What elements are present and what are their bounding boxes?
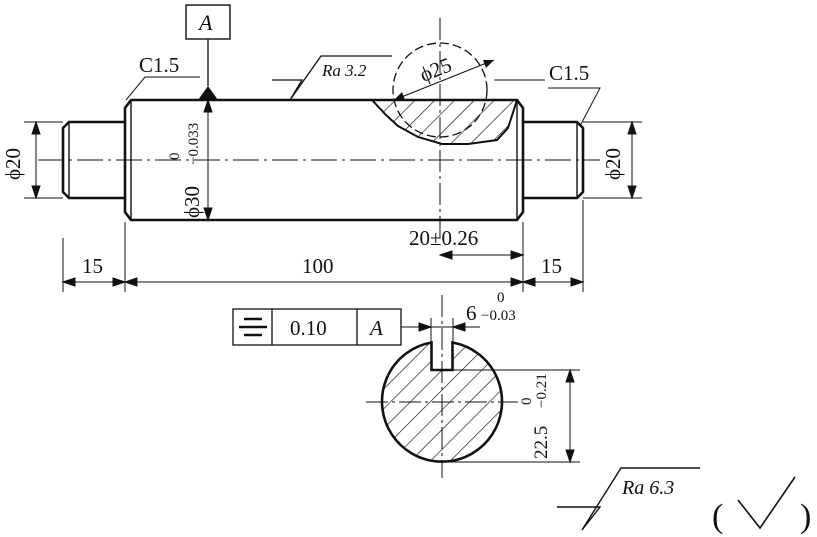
- datum-letter: A: [197, 10, 213, 35]
- dim-key-depth-lower: −0.21: [534, 373, 550, 408]
- dim-diam-main-upper: 0: [167, 153, 183, 161]
- dim-lengths: [61, 200, 585, 292]
- dim-key-width-label: 6: [466, 301, 477, 325]
- dim-key-width: [412, 318, 480, 345]
- roughness-bottom-bracket-close: ): [800, 498, 811, 535]
- roughness-top-label: Ra 3.2: [321, 61, 367, 80]
- check-icon: [737, 476, 796, 530]
- datum-a: [185, 4, 231, 100]
- dim-key-depth: [445, 368, 580, 464]
- symmetry-icon: [239, 317, 267, 337]
- dim-key-width-lower: −0.03: [481, 308, 516, 324]
- tolerance-datum: A: [368, 316, 383, 340]
- dim-len-left-label: 15: [82, 254, 103, 278]
- roughness-bottom-label: Ra 6.3: [621, 477, 674, 499]
- dim-diam-right: [583, 120, 642, 200]
- dim-diam-main-lower: −0.033: [186, 123, 202, 165]
- cutter-circle: [392, 18, 495, 240]
- dim-key-width-upper: 0: [497, 290, 505, 306]
- dim-key-depth-label: 22.5: [531, 426, 552, 459]
- cross-section: [366, 295, 518, 478]
- dim-diam-main: [203, 98, 213, 222]
- dim-keyway-pos-label: 20±0.26: [409, 226, 478, 250]
- dim-keyway-pos: [438, 250, 525, 260]
- dim-len-right-label: 15: [541, 254, 562, 278]
- chamfer-right-label: C1.5: [549, 61, 589, 85]
- chamfer-left-leader: [125, 76, 200, 101]
- roughness-top-symbol: [272, 55, 392, 101]
- dim-diam-right-label: ϕ20: [601, 148, 625, 180]
- dim-diam-left: [24, 120, 63, 200]
- cutter-diameter-label: ϕ25: [416, 53, 455, 87]
- dim-key-depth-upper: 0: [519, 398, 535, 406]
- chamfer-right-leader: [548, 87, 601, 127]
- roughness-bottom-bracket-open: (: [712, 498, 723, 535]
- dim-len-main-label: 100: [302, 254, 334, 278]
- tolerance-value: 0.10: [290, 316, 327, 340]
- chamfer-left-label: C1.5: [139, 53, 179, 77]
- dim-diam-left-label: ϕ20: [1, 148, 25, 180]
- roughness-bottom-symbol: [557, 467, 700, 531]
- dim-diam-main-label: ϕ30: [180, 186, 204, 218]
- keyway-section: [369, 99, 519, 145]
